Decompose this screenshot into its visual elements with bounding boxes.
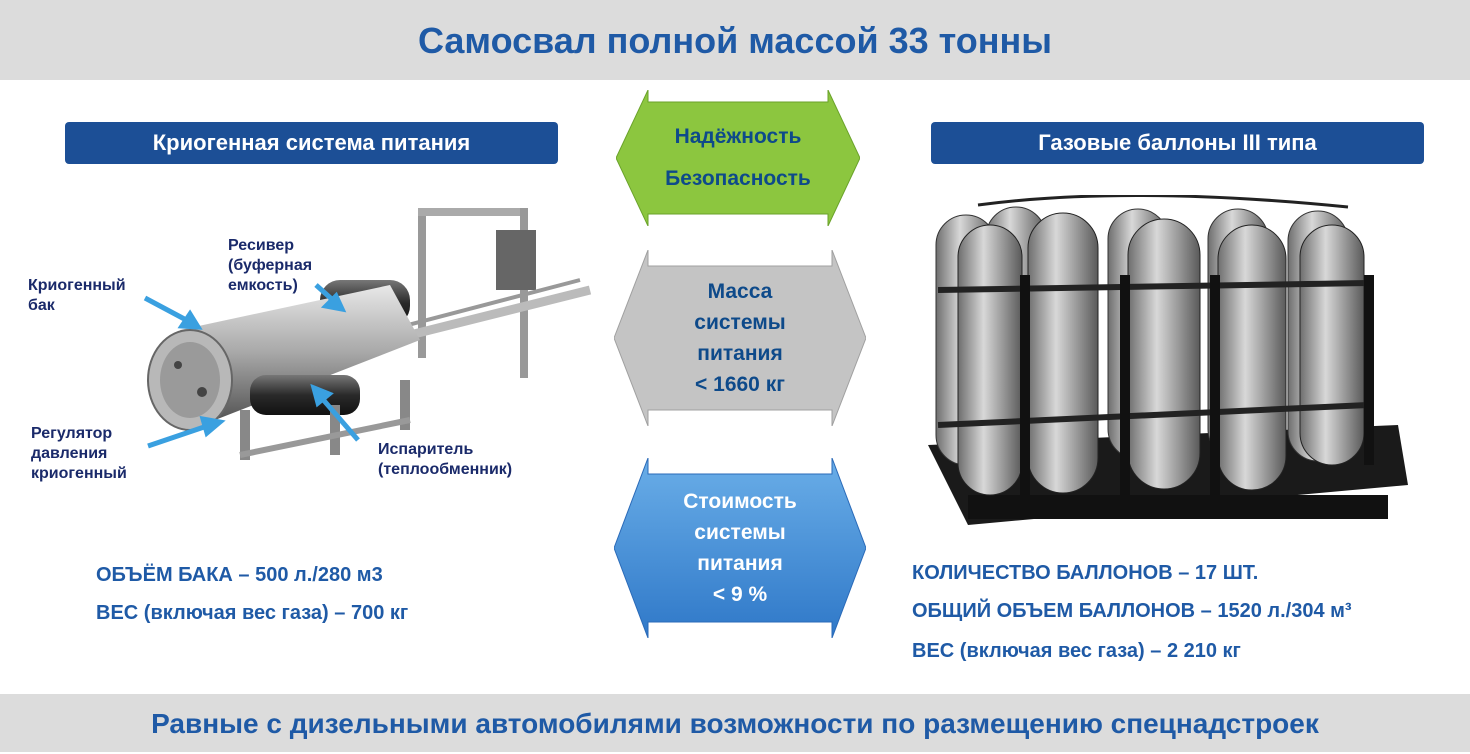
- system-mass-arrow: Масса системы питания < 1660 кг: [614, 250, 866, 426]
- cryogenic-system-header: Криогенная система питания: [65, 122, 558, 164]
- label-line: (буферная: [228, 257, 313, 274]
- label-receiver: Ресивер (буферная емкость): [228, 236, 312, 296]
- label-evaporator: Испаритель (теплообменник): [378, 440, 512, 480]
- label-line: криогенный: [31, 465, 127, 482]
- reliability-safety-arrow: Надёжность Безопасность: [616, 90, 860, 226]
- label-line: давления: [31, 445, 108, 462]
- arrow-text-line: системы: [694, 311, 786, 334]
- label-line: бак: [28, 297, 55, 314]
- page-title: Самосвал полной массой 33 тонны: [0, 0, 1470, 80]
- tank-weight-stat: ВЕС (включая вес газа) – 700 кг: [96, 602, 409, 624]
- gas-cylinders-illustration: [928, 195, 1408, 525]
- label-line: Регулятор: [31, 425, 113, 442]
- arrow-text-line: < 1660 кг: [695, 373, 785, 396]
- arrow-text-line: Безопасность: [665, 167, 811, 190]
- tank-volume-stat: ОБЪЁМ БАКА – 500 л./280 м3: [96, 564, 383, 586]
- cylinders-weight-stat: ВЕС (включая вес газа) – 2 210 кг: [912, 640, 1241, 662]
- arrow-text-line: < 9 %: [712, 583, 768, 606]
- gas-cylinders-header: Газовые баллоны III типа: [931, 122, 1424, 164]
- arrow-text-line: Масса: [707, 280, 773, 303]
- label-regulator: Регулятор давления криогенный: [31, 424, 127, 484]
- arrow-text-line: системы: [694, 521, 786, 544]
- system-cost-arrow: Стоимость системы питания < 9 %: [614, 458, 866, 638]
- label-line: (теплообменник): [378, 461, 513, 478]
- cylinders-volume-stat: ОБЩИЙ ОБЪЕМ БАЛЛОНОВ – 1520 л./304 м³: [912, 600, 1352, 622]
- label-cryogenic-tank: Криогенный бак: [28, 276, 126, 316]
- arrow-text-line: питания: [697, 342, 783, 365]
- callout-arrows: [143, 283, 360, 449]
- arrow-text-line: питания: [697, 552, 783, 575]
- cylinders-count-stat: КОЛИЧЕСТВО БАЛЛОНОВ – 17 ШТ.: [912, 562, 1259, 584]
- footer-statement: Равные с дизельными автомобилями возможн…: [0, 694, 1470, 752]
- label-line: Испаритель: [378, 441, 474, 458]
- label-line: емкость): [228, 277, 298, 294]
- label-line: Криогенный: [28, 277, 126, 294]
- arrow-text-line: Стоимость: [683, 490, 797, 513]
- cryogenic-system-illustration: [147, 208, 592, 460]
- arrow-text-line: Надёжность: [674, 125, 802, 148]
- label-line: Ресивер: [228, 237, 294, 254]
